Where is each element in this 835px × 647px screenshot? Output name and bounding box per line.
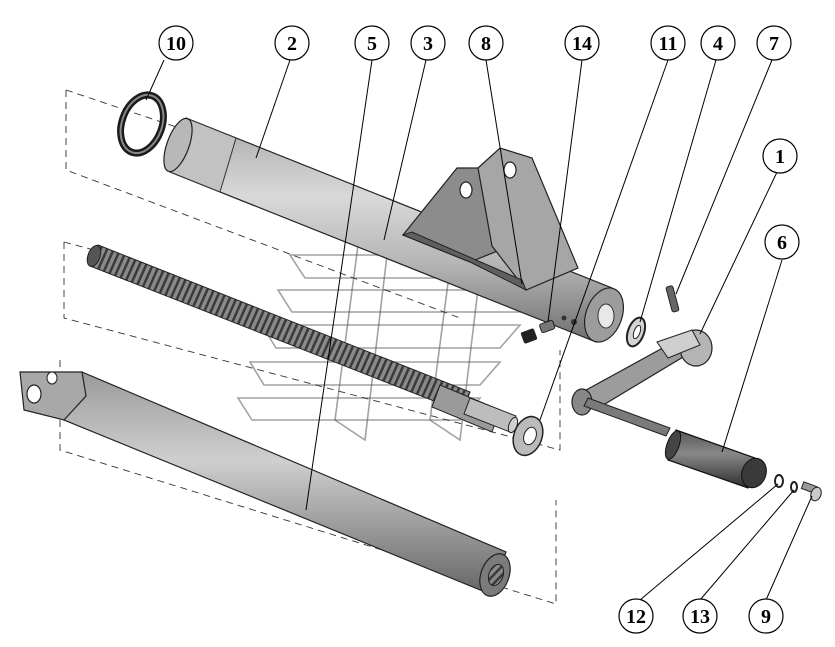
callout-3: 3 — [410, 25, 446, 61]
callout-10: 10 — [158, 25, 194, 61]
callout-6-label: 6 — [777, 232, 787, 254]
callout-7: 7 — [756, 25, 792, 61]
callout-11: 11 — [650, 25, 686, 61]
callout-10-label: 10 — [166, 33, 186, 55]
callout-12: 12 — [618, 598, 654, 634]
part-7-pin — [665, 285, 680, 313]
callout-3-label: 3 — [423, 33, 433, 55]
callout-14: 14 — [564, 25, 600, 61]
callout-9-label: 9 — [761, 606, 771, 628]
callout-9: 9 — [748, 598, 784, 634]
part-1-crank-arm — [571, 329, 713, 437]
callout-13-label: 13 — [690, 606, 710, 628]
part-10-seal-ring — [117, 91, 167, 157]
callout-6: 6 — [764, 224, 800, 260]
part-13-lock-washer — [790, 481, 798, 493]
callout-13: 13 — [682, 598, 718, 634]
part-4-washer — [625, 316, 647, 348]
part-3-extension-tube — [19, 371, 511, 597]
callout-12-label: 12 — [626, 606, 646, 628]
part-8-mounting-bracket — [401, 147, 579, 292]
callout-leaders — [145, 59, 813, 601]
callout-4: 4 — [700, 25, 736, 61]
callout-8-label: 8 — [481, 33, 491, 55]
callout-4-label: 4 — [713, 33, 723, 55]
part-5-lead-screw — [86, 244, 519, 434]
callout-5-label: 5 — [367, 33, 377, 55]
callout-2-label: 2 — [287, 33, 297, 55]
part-9-bolt — [800, 481, 822, 502]
part-6-handle-grip — [664, 429, 767, 489]
part-12-washer — [774, 474, 784, 488]
part-14-grease-fitting — [520, 319, 556, 344]
callout-7-label: 7 — [769, 33, 779, 55]
callout-1-label: 1 — [775, 146, 785, 168]
part-11-thrust-washer — [512, 415, 544, 457]
callout-5: 5 — [354, 25, 390, 61]
callout-11-label: 11 — [659, 33, 678, 55]
callout-1: 1 — [762, 138, 798, 174]
callout-2: 2 — [274, 25, 310, 61]
callout-14-label: 14 — [572, 33, 592, 55]
callout-8: 8 — [468, 25, 504, 61]
explosion-guide-lines — [59, 89, 561, 605]
